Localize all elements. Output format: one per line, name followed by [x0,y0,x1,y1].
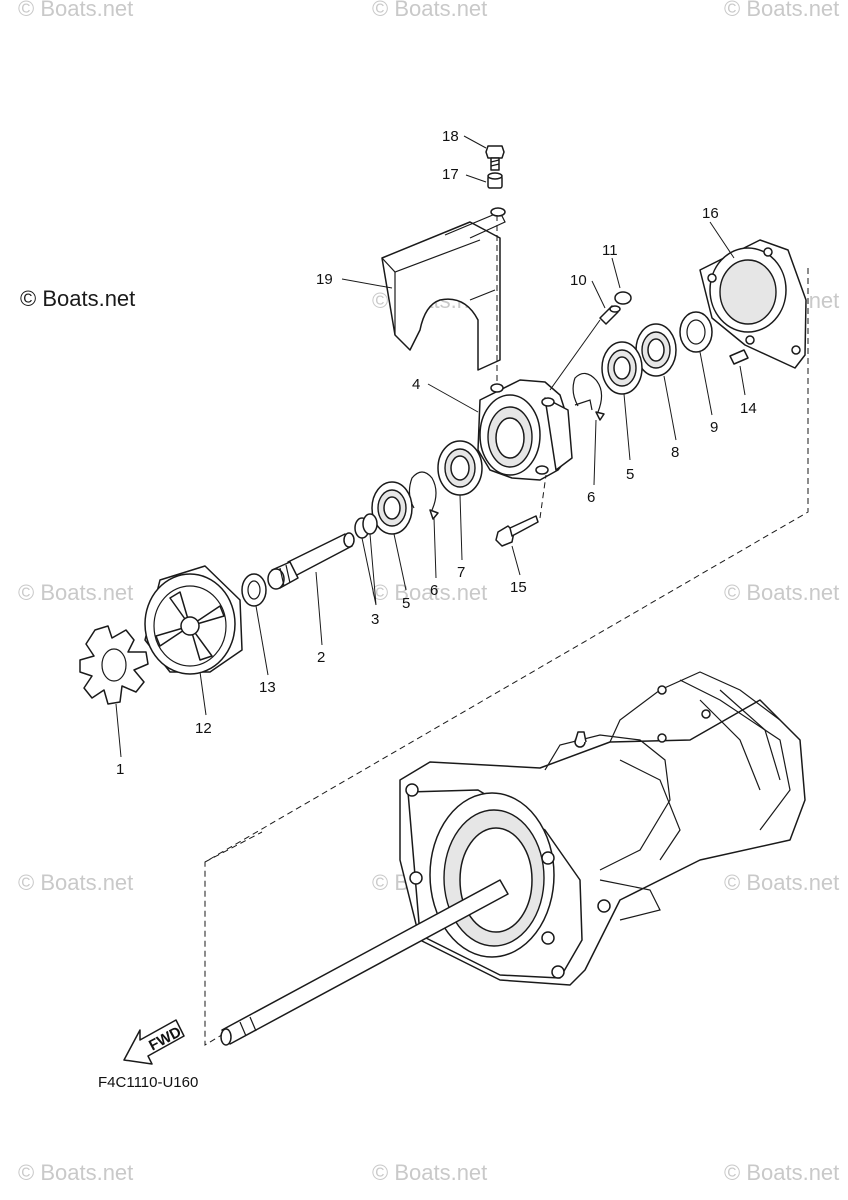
part-bearing-5-lower [371,481,413,535]
part-bearing-5-upper [601,341,643,395]
callout-7: 7 [457,564,465,581]
part-shims-3 [354,513,378,539]
watermark: © Boats.net [18,1160,134,1185]
copyright-notice: © Boats.net [20,286,136,311]
watermark: © Boats.net [724,1160,840,1185]
callout-6-lower: 6 [430,582,438,599]
part-circlip-6-upper [572,372,605,421]
figure-code: F4C1110-U160 [98,1074,199,1091]
callout-numbers: 18 17 19 4 10 11 16 14 9 8 5 6 7 6 5 15 … [116,128,757,778]
callout-5-upper: 5 [626,466,634,483]
part-coupling-12 [144,565,243,675]
callout-11: 11 [602,242,618,259]
watermark: © Boats.net [18,580,134,605]
leader-lines [115,135,746,758]
callout-10: 10 [570,272,587,289]
part-circlip-6-lower [408,471,439,520]
callout-15: 15 [510,579,527,596]
callout-1: 1 [116,761,124,778]
part-drive-shaft-2 [267,532,355,590]
callout-6-upper: 6 [587,489,595,506]
watermark: © Boats.net [724,0,840,21]
part-bolt-15 [495,515,539,547]
part-bolt-18 [485,145,505,171]
part-damper-1 [79,625,149,705]
callout-18: 18 [442,128,459,145]
part-bearing-7 [437,440,483,496]
callout-12: 12 [195,720,212,737]
watermark: © Boats.net [724,580,840,605]
callout-17: 17 [442,166,459,183]
watermark: © Boats.net [18,870,134,895]
part-washer-13 [241,573,267,607]
part-bearing-8 [635,323,677,377]
watermark: © Boats.net [18,0,134,21]
callout-8: 8 [671,444,679,461]
fwd-arrow-icon: FWD [123,1019,185,1065]
watermark: © Boats.net [724,870,840,895]
part-cover-19 [381,207,506,371]
callout-16: 16 [702,205,719,222]
part-plate-16 [699,239,807,369]
jet-pump-housing [220,671,806,1046]
callout-13: 13 [259,679,276,696]
part-grease-nipple-10 [599,305,621,325]
part-collar-17 [487,172,503,189]
watermark: © Boats.net [372,580,488,605]
callout-4: 4 [412,376,420,393]
part-bearing-housing-4 [477,379,593,481]
part-oil-seal-9 [679,311,713,353]
callout-5-lower: 5 [402,595,410,612]
callout-3: 3 [371,611,379,628]
callout-2: 2 [317,649,325,666]
callout-19: 19 [316,271,333,288]
callout-9: 9 [710,419,718,436]
watermark: © Boats.net [372,0,488,21]
callout-14: 14 [740,400,757,417]
watermark: © Boats.net [372,1160,488,1185]
part-cap-11 [614,291,632,305]
part-pin-14 [729,349,749,365]
